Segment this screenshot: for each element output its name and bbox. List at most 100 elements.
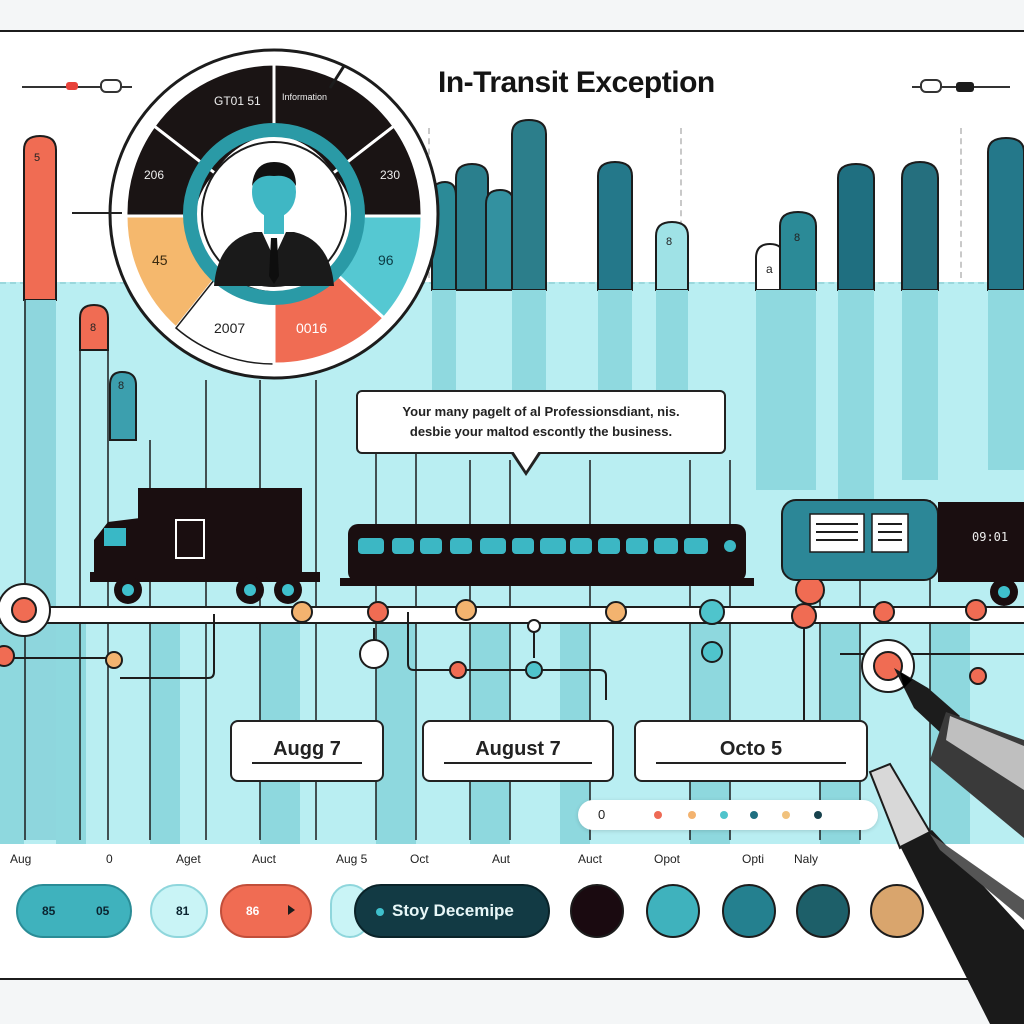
month-label: Auct: [578, 852, 603, 866]
battery-icon: [956, 82, 974, 92]
month-label: Oct: [410, 852, 429, 866]
column-bar: [485, 188, 515, 291]
month-label: Aug 5: [336, 852, 368, 866]
timeline-node: [527, 619, 541, 633]
legend-dot: [720, 811, 728, 819]
gauge-label: 2007: [214, 320, 246, 336]
date-card-label: August 7: [475, 738, 561, 760]
person-icon: [214, 162, 334, 286]
record-icon: [66, 82, 78, 90]
next-button[interactable]: 86: [220, 884, 312, 938]
timeline-node: [367, 601, 389, 623]
date-card-underline: [656, 762, 846, 764]
column-bar: [837, 162, 875, 291]
timeline-nodes: [0, 580, 1024, 720]
column-bar: [23, 134, 57, 301]
info-tooltip: Your many pagelt of al Professionsdiant,…: [356, 390, 726, 454]
date-card-underline: [444, 762, 592, 764]
timeline-node: [605, 601, 627, 623]
column-badge: 8: [794, 232, 801, 244]
color-swatch[interactable]: [796, 884, 850, 938]
column-bar: [24, 300, 56, 840]
timeline-node: [449, 661, 467, 679]
container-truck-icon: [781, 499, 1024, 606]
timeline-node: [873, 601, 895, 623]
month-label: Auct: [252, 852, 277, 866]
toggle-icon[interactable]: [920, 79, 942, 93]
date-card[interactable]: Octo 5: [634, 720, 868, 782]
timeline-node: [701, 641, 723, 663]
filter-chip-label: 81: [176, 904, 190, 918]
color-swatch[interactable]: [870, 884, 924, 938]
gauge-label: GT01 51: [214, 94, 261, 108]
column-bar: [901, 160, 939, 291]
column-bar: [455, 162, 489, 291]
timeline-node: [969, 667, 987, 685]
timeline-track: [0, 606, 1024, 624]
gauge-label: Information: [282, 92, 328, 102]
date-card[interactable]: Augg 7: [230, 720, 384, 782]
date-card-underline: [252, 762, 362, 764]
timeline-node: [0, 645, 15, 667]
tooltip-line: desbie your maltod escontly the business…: [409, 424, 673, 439]
column-bar: [987, 136, 1024, 291]
gauge-pointer-line: [72, 212, 122, 214]
gauge-label: 0016: [296, 320, 328, 336]
timeline-node: [105, 651, 123, 669]
column-badge: 5: [34, 152, 41, 164]
action-button[interactable]: Stoy Decemipe: [354, 884, 550, 938]
tooltip-line: Your many pagelt of al Professionsdiant,…: [402, 404, 680, 419]
legend-dot: [750, 811, 758, 819]
action-button-label: Stoy Decemipe: [392, 901, 514, 920]
legend-bar: 0: [578, 800, 878, 830]
legend-dot: [654, 811, 662, 819]
column-bar: [655, 220, 689, 291]
legend-dot: [688, 811, 696, 819]
truck-icon: [90, 488, 320, 604]
date-card-label: Octo 5: [719, 738, 783, 760]
month-label: Opot: [654, 852, 681, 866]
column-badge: 8: [118, 380, 125, 392]
toggle-icon[interactable]: [100, 79, 122, 93]
color-swatch[interactable]: [646, 884, 700, 938]
date-card-label: Augg 7: [273, 738, 341, 760]
gauge-label: 96: [378, 252, 394, 268]
vehicles-svg: [90, 488, 1024, 606]
column-bar: [597, 160, 633, 291]
container-label: 09:01: [972, 530, 1009, 544]
guide-line: [680, 128, 682, 278]
gauge-label: 206: [144, 168, 165, 182]
timeline-node: [525, 661, 543, 679]
gauge-label: 230: [380, 168, 401, 182]
date-card[interactable]: August 7: [422, 720, 614, 782]
guide-line: [960, 128, 962, 278]
column-bar: [779, 210, 817, 291]
timeline-node: [795, 580, 825, 605]
timeline-node: [965, 599, 987, 621]
timeline-node: [11, 597, 37, 623]
filter-chip[interactable]: 81: [150, 884, 208, 938]
timeline-node: [699, 599, 725, 625]
month-label: Aut: [492, 852, 511, 866]
column-badge: 8: [90, 322, 97, 334]
next-button-label: 86: [246, 904, 260, 918]
color-swatch[interactable]: [570, 884, 624, 938]
column-bar: [109, 370, 137, 441]
range-toggle[interactable]: 85 05: [16, 884, 132, 938]
timeline-node: [359, 639, 389, 669]
column-badge: 8: [666, 236, 673, 248]
status-dot-icon: [376, 908, 384, 916]
month-label: Aget: [176, 852, 201, 866]
timeline-node: [873, 651, 903, 681]
legend-dot: [782, 811, 790, 819]
range-toggle-left: 85: [42, 904, 56, 918]
range-toggle-right: 05: [96, 904, 110, 918]
month-label: Aug: [10, 852, 32, 866]
column-bar: [511, 118, 547, 291]
color-swatch[interactable]: [722, 884, 776, 938]
tooltip-tail: [513, 451, 539, 471]
timeline-node: [291, 601, 313, 623]
month-label: Opti: [742, 852, 765, 866]
month-label: Naly: [794, 852, 819, 866]
train-icon: [340, 524, 754, 586]
